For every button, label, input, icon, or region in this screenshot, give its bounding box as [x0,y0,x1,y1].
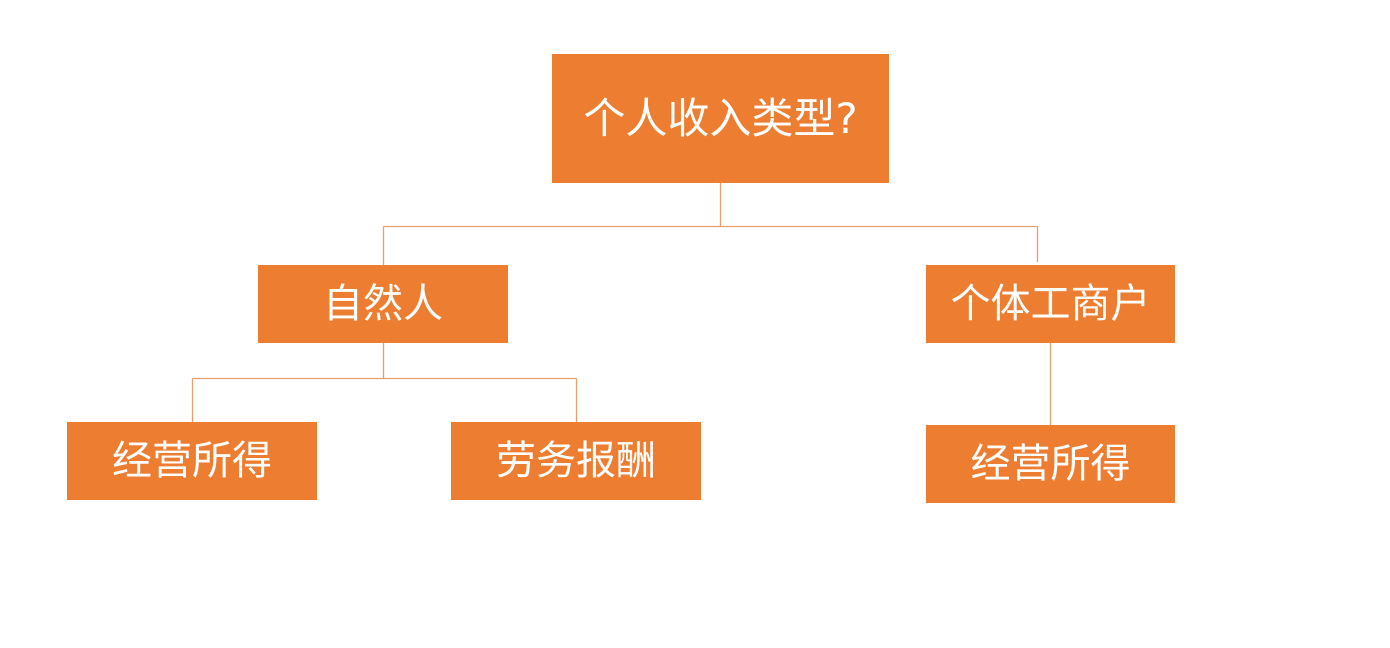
natural-person-label: 自然人 [323,281,443,327]
labor-remuneration-label: 劳务报酬 [496,438,656,484]
business-income-node: 经营所得 [67,422,317,500]
natural-person-node: 自然人 [258,265,508,343]
individual-business-node: 个体工商户 [926,265,1175,343]
root-node-label: 个人收入类型? [583,93,858,143]
root-node: 个人收入类型? [552,54,889,183]
labor-remuneration-node: 劳务报酬 [451,422,701,500]
business-income-label: 经营所得 [112,438,272,484]
business-income-label: 经营所得 [970,441,1131,487]
business-income-node: 经营所得 [926,425,1175,503]
individual-business-label: 个体工商户 [950,281,1151,327]
